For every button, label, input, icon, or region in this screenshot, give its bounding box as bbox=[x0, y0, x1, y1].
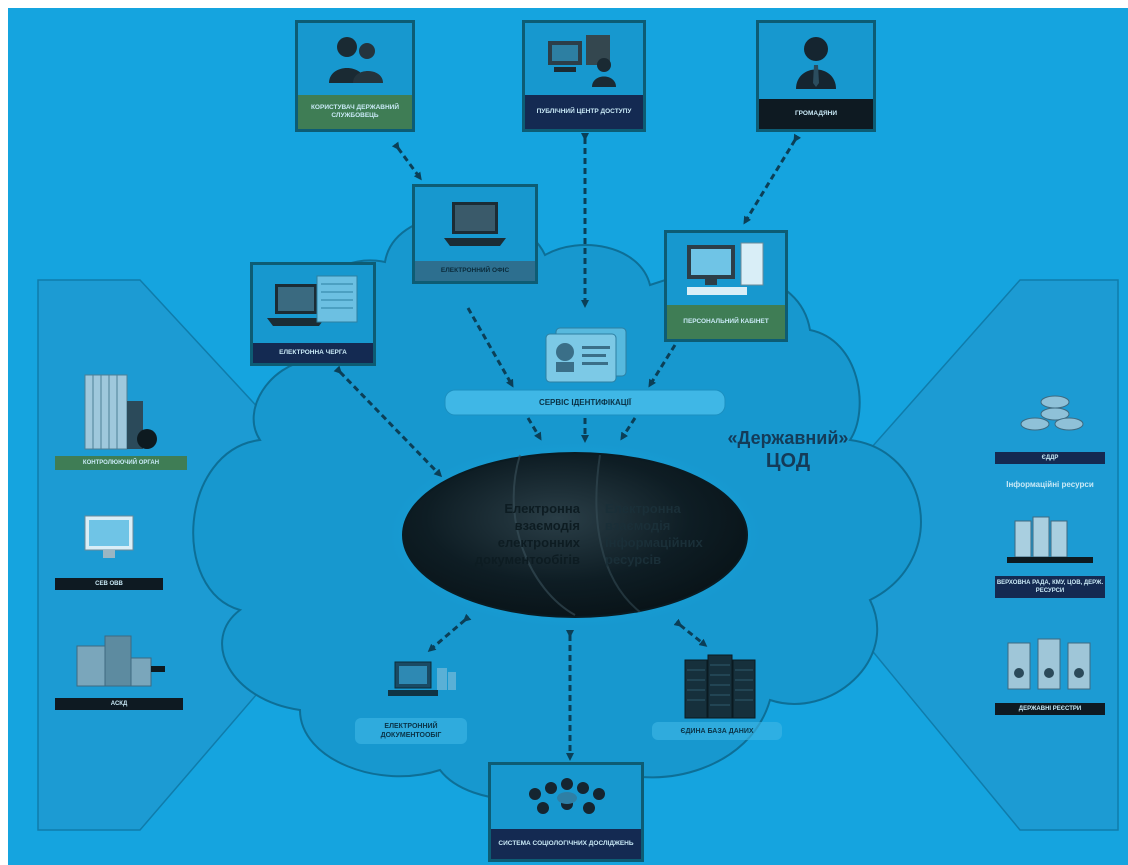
identification-service-label: Сервіс ідентифікації bbox=[538, 398, 632, 407]
database-disks-icon bbox=[995, 372, 1105, 452]
left-item-control-body-caption: Контролюючий орган bbox=[55, 456, 187, 470]
e-office-caption: Електронний офіс bbox=[415, 261, 535, 281]
ellipse-right-line: інформаційних bbox=[605, 535, 703, 550]
left-item-askd-caption: АСКД bbox=[55, 698, 183, 710]
users-box[interactable]: Користувач державний службовець bbox=[295, 20, 415, 132]
ellipse-left-line: Електронна bbox=[504, 501, 580, 516]
info-resources-label: Інформаційні ресурси bbox=[1006, 480, 1094, 489]
e-office-box[interactable]: Електронний офіс bbox=[412, 184, 538, 284]
people-group-icon bbox=[491, 765, 641, 829]
right-item-state-registers[interactable]: Державні реєстри bbox=[995, 625, 1105, 715]
left-item-sev-ovv[interactable]: СЕВ ОВВ bbox=[55, 500, 163, 590]
left-item-sev-ovv-caption: СЕВ ОВВ bbox=[55, 578, 163, 590]
central-ellipse bbox=[402, 452, 748, 618]
ellipse-left-line: електронних bbox=[497, 535, 580, 550]
left-item-askd[interactable]: АСКД bbox=[55, 620, 183, 710]
cabinet-box[interactable]: Персональний кабінет bbox=[664, 230, 788, 342]
users-icon bbox=[298, 23, 412, 95]
citizens-caption: Громадяни bbox=[759, 99, 873, 129]
computer-access-icon bbox=[525, 23, 643, 95]
server-rack-icon bbox=[684, 654, 756, 719]
research-box[interactable]: Система соціологічних досліджень bbox=[488, 762, 644, 862]
e-queue-caption: Електронна черга bbox=[253, 343, 373, 363]
cabinet-caption: Персональний кабінет bbox=[667, 305, 785, 339]
ellipse-left-line: взаємодія bbox=[514, 518, 580, 533]
ellipse-left-line: документообігів bbox=[474, 552, 580, 567]
data-center-title-line1: «Державний» bbox=[727, 428, 849, 448]
right-item-vr-kmu-caption: Верховна рада, КМУ, ЦОВ, держ. ресурси bbox=[995, 576, 1105, 598]
right-item-eddr[interactable]: ЄДДР bbox=[995, 372, 1105, 464]
right-item-state-registers-caption: Державні реєстри bbox=[995, 703, 1105, 715]
doc-flow-label: Електронний документообіг bbox=[380, 723, 442, 739]
citizen-icon bbox=[759, 23, 873, 99]
ellipse-right-text: Електронна взаємодія інформаційних ресур… bbox=[605, 500, 755, 568]
ellipse-right-line: ресурсів bbox=[605, 552, 662, 567]
access-center-box[interactable]: Публічний центр доступу bbox=[522, 20, 646, 132]
laptop-icon bbox=[415, 187, 535, 261]
ellipse-left-text: Електронна взаємодія електронних докумен… bbox=[430, 500, 580, 568]
access-center-caption: Публічний центр доступу bbox=[525, 95, 643, 129]
e-queue-box[interactable]: Електронна черга bbox=[250, 262, 376, 366]
doc-flow-computer-icon bbox=[388, 661, 456, 696]
right-item-eddr-caption: ЄДДР bbox=[995, 452, 1105, 464]
desktop-computer-icon bbox=[667, 233, 785, 305]
research-caption: Система соціологічних досліджень bbox=[491, 829, 641, 859]
city-buildings-icon bbox=[55, 620, 183, 696]
citizens-box[interactable]: Громадяни bbox=[756, 20, 876, 132]
monitor-icon bbox=[55, 500, 163, 576]
laptop-form-icon bbox=[253, 265, 373, 343]
id-card-icon bbox=[545, 327, 627, 383]
identification-service-bar bbox=[444, 389, 726, 416]
data-center-title-line2: ЦОД bbox=[765, 450, 811, 472]
right-item-vr-kmu[interactable]: Верховна рада, КМУ, ЦОВ, держ. ресурси bbox=[995, 500, 1105, 598]
ellipse-right-line: взаємодія bbox=[605, 518, 671, 533]
registry-servers-icon bbox=[995, 625, 1105, 701]
ellipse-right-line: Електронна bbox=[605, 501, 681, 516]
users-caption: Користувач державний службовець bbox=[298, 95, 412, 129]
right-panel-shape bbox=[784, 279, 1119, 831]
database-label: Єдина база даних bbox=[680, 728, 754, 735]
left-item-control-body[interactable]: Контролюючий орган bbox=[55, 368, 187, 470]
office-building-icon bbox=[55, 368, 187, 454]
servers-icon bbox=[995, 500, 1105, 574]
